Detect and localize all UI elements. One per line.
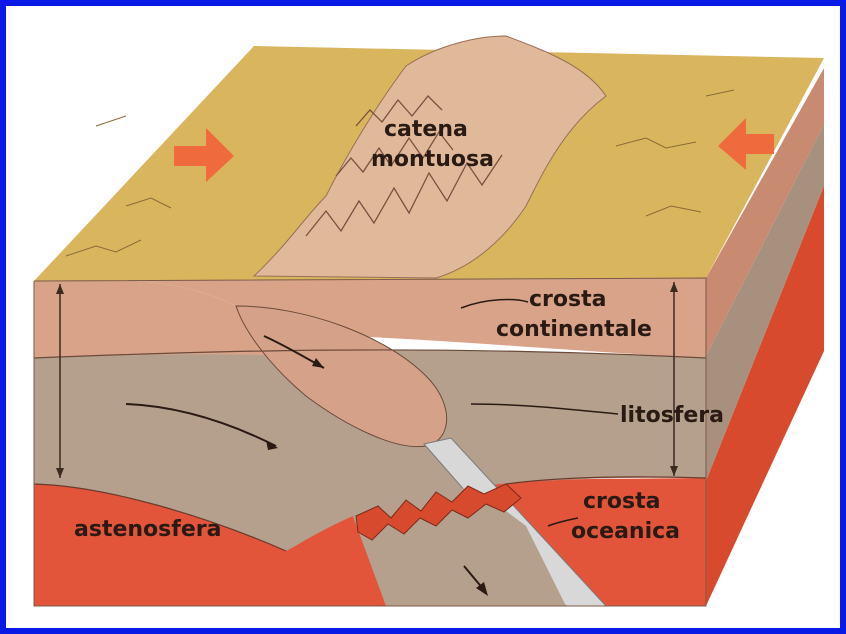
label-asthenosphere: astenosfera xyxy=(74,517,221,542)
label-mountain-chain-1: catena xyxy=(384,117,468,142)
label-lithosphere: litosfera xyxy=(620,403,724,428)
label-continental-crust-2: continentale xyxy=(496,317,652,342)
label-oceanic-crust-2: oceanica xyxy=(571,519,680,544)
diagram-panel: catena montuosa crosta continentale lito… xyxy=(6,6,840,628)
label-mountain-chain-2: montuosa xyxy=(371,147,494,172)
label-continental-crust-1: crosta xyxy=(529,287,606,312)
block-diagram: catena montuosa crosta continentale lito… xyxy=(6,6,840,628)
label-oceanic-crust-1: crosta xyxy=(583,489,660,514)
